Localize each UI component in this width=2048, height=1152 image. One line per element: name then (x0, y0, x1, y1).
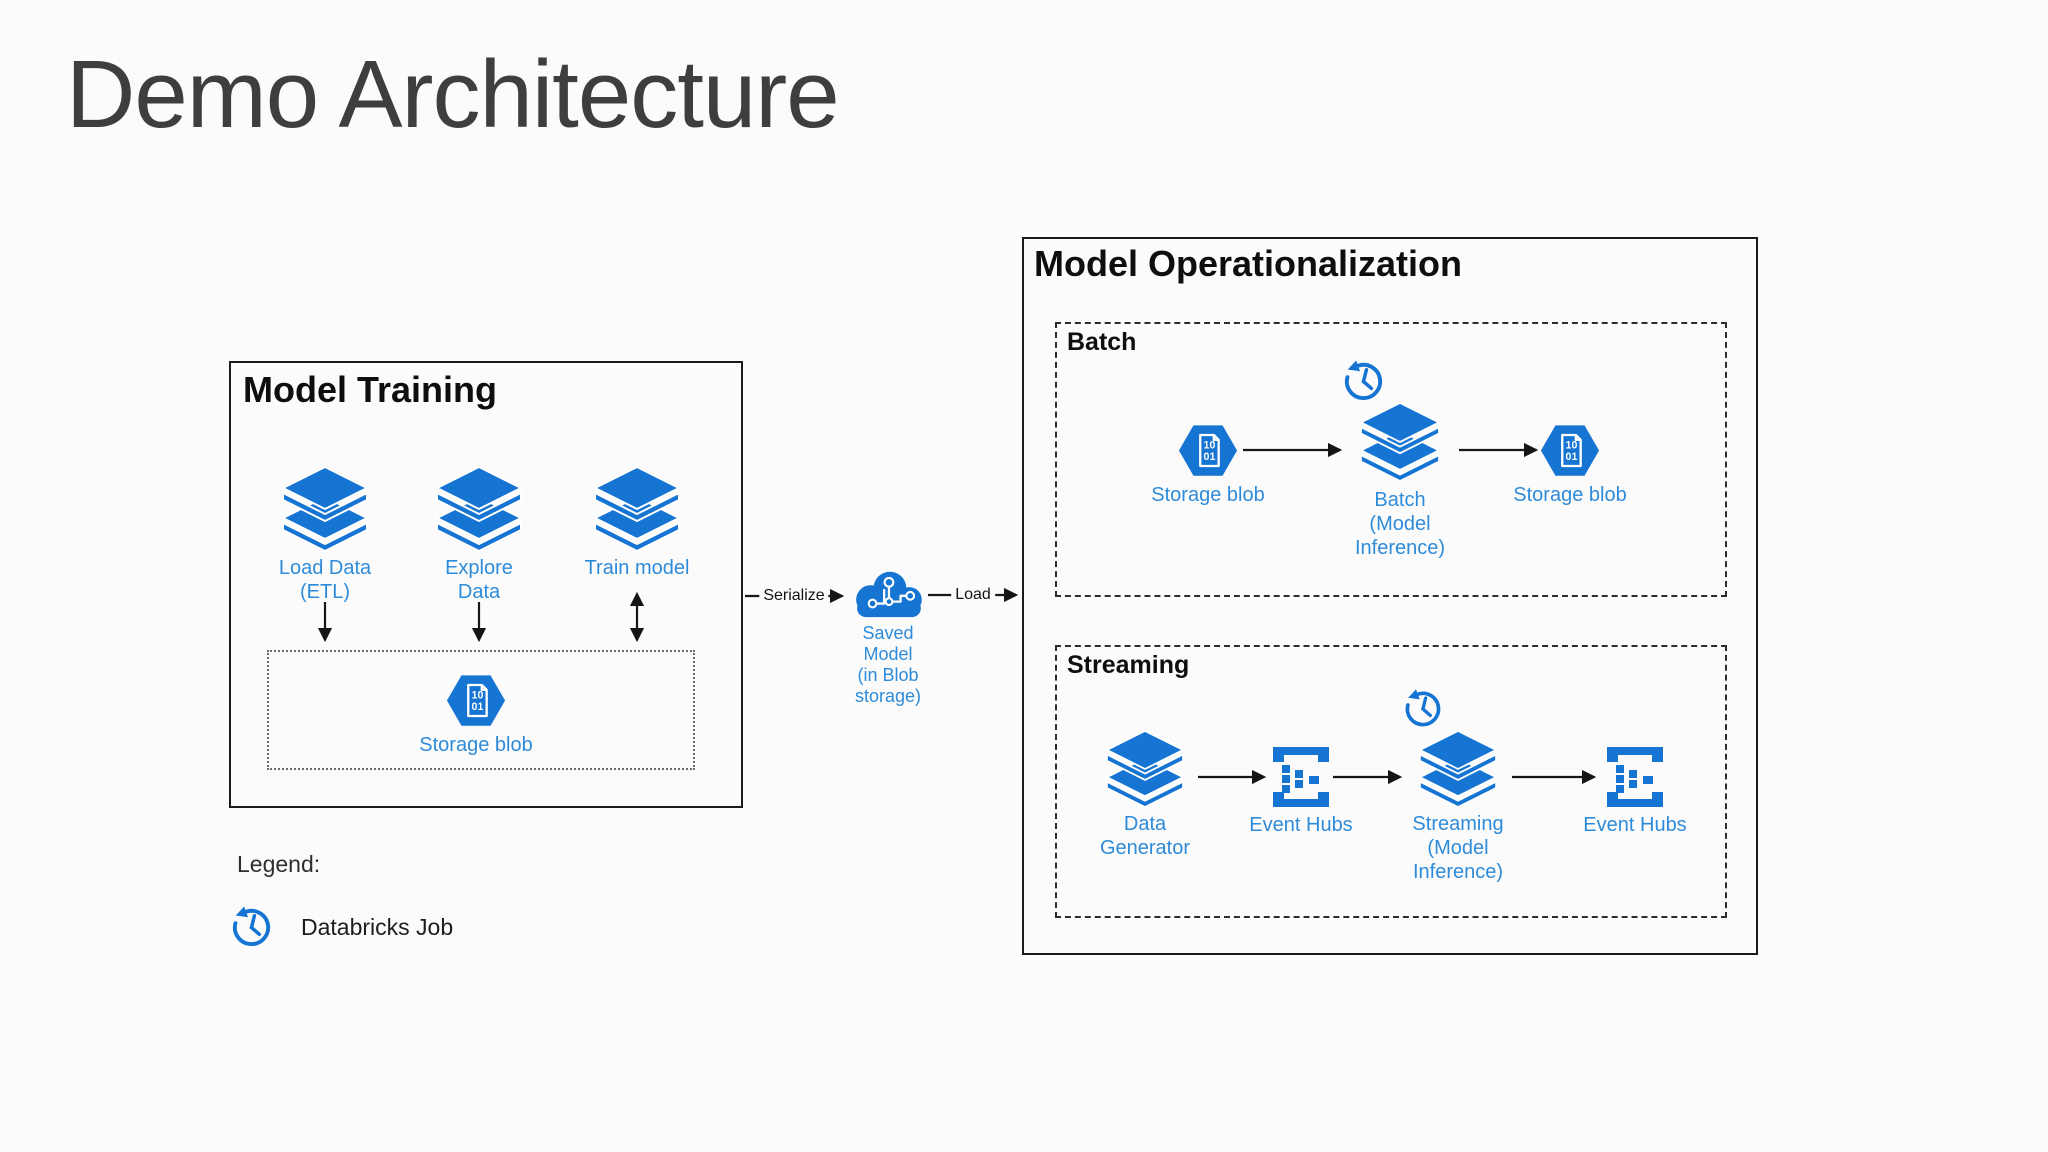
ml-cloud-icon (845, 563, 931, 619)
model-training-title: Model Training (243, 369, 498, 410)
node-label: Event Hubs (1583, 814, 1687, 836)
databricks-stack-icon (1359, 402, 1441, 482)
streaming-title: Streaming (1067, 651, 1190, 679)
node-label: Inference) (1412, 861, 1504, 883)
node-label: Inference) (1354, 537, 1446, 559)
model-training-box: Model Training (229, 361, 743, 808)
node-label: (Model (1427, 837, 1489, 859)
databricks-stack-icon (281, 466, 369, 552)
databricks-stack-icon (1105, 730, 1185, 808)
node-label: Storage blob (1151, 484, 1265, 506)
node-load-data: Load Data (ETL) (240, 466, 410, 604)
node-label: Storage blob (1513, 484, 1627, 506)
node-training-storage-blob: Storage blob (391, 672, 561, 757)
node-data-generator: Data Generator (1060, 730, 1230, 860)
node-train-model: Train model (552, 466, 722, 580)
load-arrow-label: Load (951, 586, 995, 604)
model-operationalization-box: Model Operationalization (1022, 237, 1758, 955)
legend-databricks-job-label: Databricks Job (301, 914, 454, 940)
storage-blob-icon (445, 672, 507, 729)
node-label: Batch (1374, 489, 1426, 511)
serialize-arrow-label: Serialize (759, 587, 829, 605)
node-label: Load Data (278, 557, 372, 579)
databricks-stack-icon (435, 466, 523, 552)
training-storage-dotted-region (267, 650, 695, 770)
node-batch-storage-in: Storage blob (1123, 422, 1293, 507)
node-batch-storage-out: Storage blob (1485, 422, 1655, 507)
node-label: Explore (445, 557, 513, 579)
node-label: Storage blob (419, 734, 533, 756)
streaming-box: Streaming (1055, 645, 1727, 918)
node-label: Train model (584, 557, 690, 579)
node-label: (Model (1369, 513, 1431, 535)
databricks-stack-icon (593, 466, 681, 552)
event-hubs-icon (1603, 745, 1667, 809)
node-label: Model (863, 644, 913, 664)
node-label: Generator (1099, 837, 1191, 859)
databricks-job-clock-icon (1339, 358, 1386, 405)
node-explore-data: Explore Data (394, 466, 564, 604)
databricks-job-clock-icon (1400, 687, 1444, 731)
node-label: Event Hubs (1249, 814, 1353, 836)
node-event-hubs-in: Event Hubs (1216, 745, 1386, 837)
databricks-job-clock-icon (227, 904, 274, 951)
node-label: storage) (854, 686, 922, 706)
node-label: Data (1123, 813, 1167, 835)
batch-box: Batch (1055, 322, 1727, 597)
node-label: Data (457, 581, 501, 603)
node-label: (ETL) (300, 581, 350, 603)
page-title: Demo Architecture (66, 41, 840, 148)
node-event-hubs-out: Event Hubs (1550, 745, 1720, 837)
node-saved-model: Saved Model (in Blob storage) (803, 563, 973, 707)
storage-blob-icon (1177, 422, 1239, 479)
event-hubs-icon (1269, 745, 1333, 809)
node-label: Streaming (1412, 813, 1504, 835)
databricks-stack-icon (1418, 730, 1498, 808)
node-label: (in Blob (857, 665, 919, 685)
storage-blob-icon (1539, 422, 1601, 479)
node-batch-inference: Batch (Model Inference) (1315, 402, 1485, 560)
batch-title: Batch (1067, 328, 1137, 356)
node-streaming-inference: Streaming (Model Inference) (1373, 730, 1543, 884)
node-label: Saved (862, 623, 914, 643)
legend-title: Legend: (237, 851, 321, 877)
model-operationalization-title: Model Operationalization (1034, 243, 1463, 284)
